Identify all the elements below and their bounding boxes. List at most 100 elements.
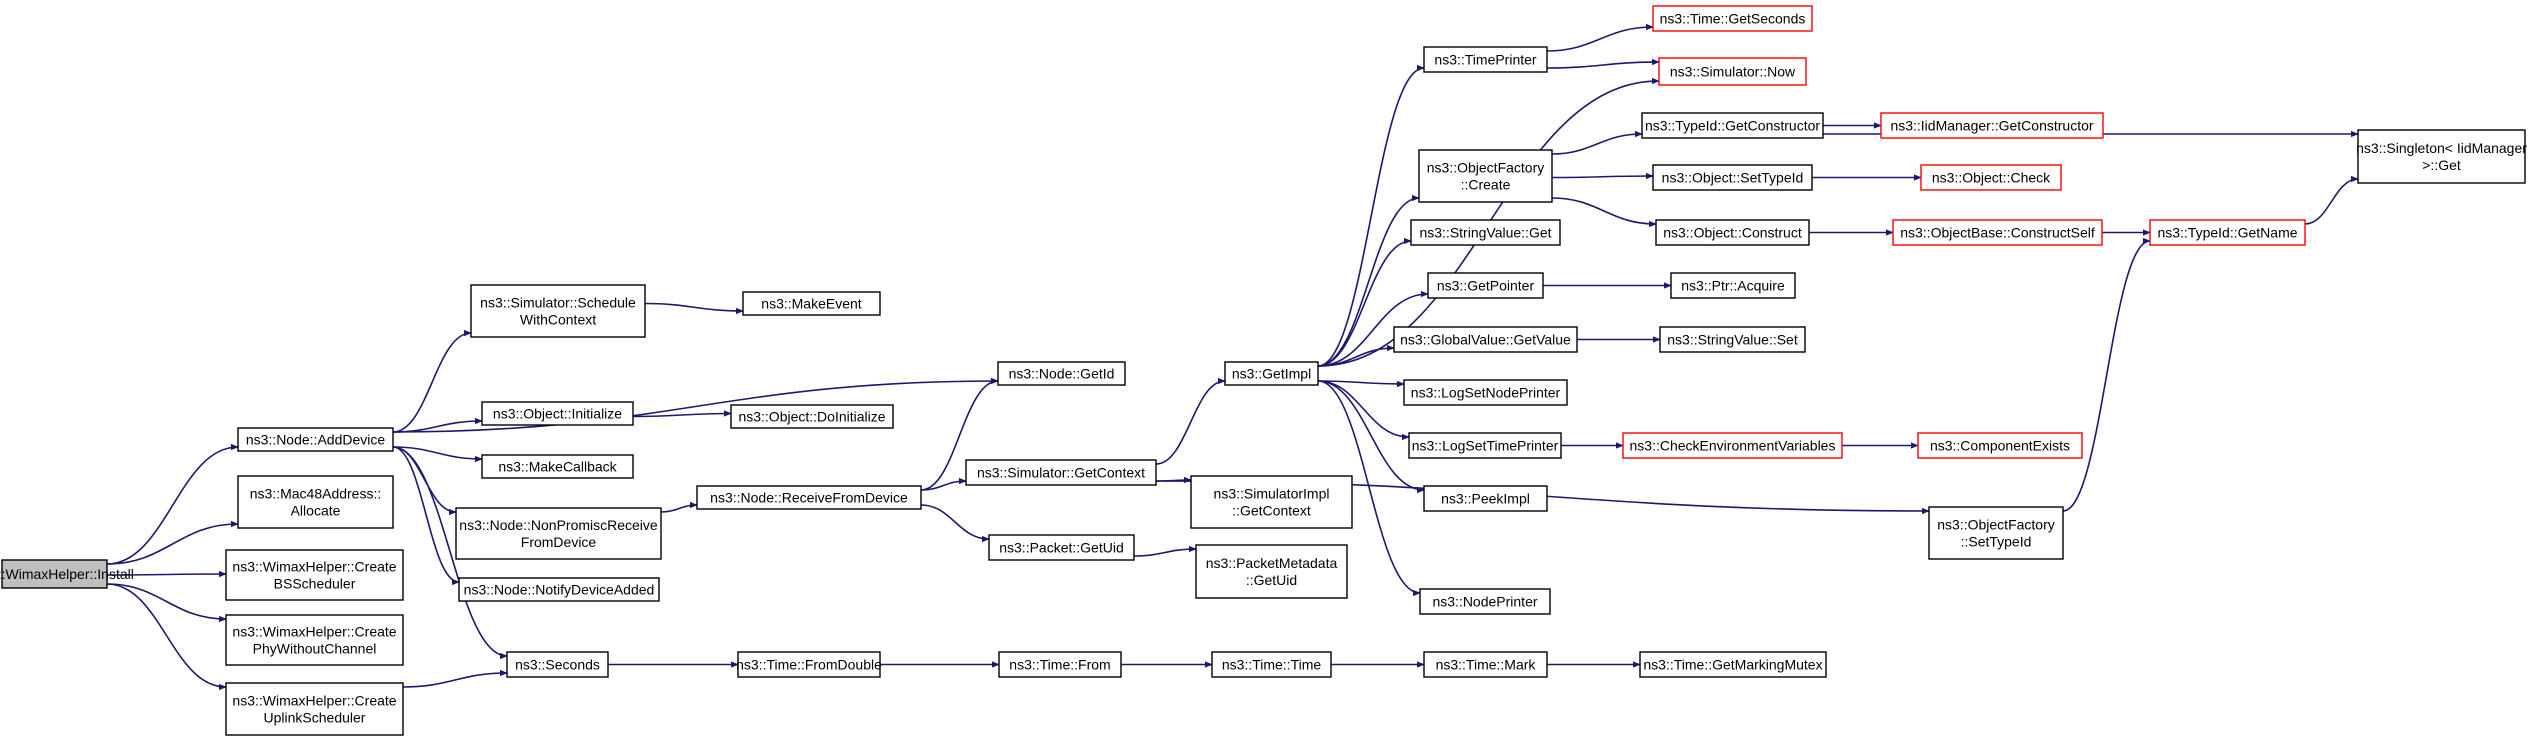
graph-node-getmarkmutex[interactable]: ns3::Time::GetMarkingMutex (1639, 651, 1827, 678)
graph-node-objsettypeid[interactable]: ns3::Object::SetTypeId (1652, 164, 1813, 191)
graph-node-notifyadded[interactable]: ns3::Node::NotifyDeviceAdded (458, 577, 660, 602)
graph-node-makeevent[interactable]: ns3::MakeEvent (742, 291, 881, 316)
graph-node-getpointer[interactable]: ns3::GetPointer (1427, 272, 1544, 299)
graph-node-label: ns3::Time::Mark (1436, 657, 1537, 673)
graph-node-compexists[interactable]: ns3::ComponentExists (1917, 432, 2083, 459)
edge-install-to-createuplink (106, 583, 227, 691)
graph-node-box (1880, 112, 2104, 139)
graph-node-box (1190, 475, 1353, 529)
graph-node-label: ns3::Time::From (1009, 657, 1110, 673)
edge-schedwc-to-makeevent (644, 302, 744, 315)
graph-node-singletonget[interactable]: ns3::Singleton< IidManager >::Get (2356, 129, 2527, 184)
edge-recvfromdev-to-simgetctx (920, 477, 967, 491)
graph-node-simimplctx[interactable]: ns3::SimulatorImpl::GetContext (1190, 475, 1353, 529)
edge-objfactcreate-to-typeidgetctor (1551, 130, 1643, 155)
edge-adddevice-to-schedwc (392, 329, 472, 433)
graph-node-label: ns3::Ptr::Acquire (1681, 278, 1785, 294)
graph-node-seconds[interactable]: ns3::Seconds (506, 651, 609, 678)
graph-node-objinit[interactable]: ns3::Object::Initialize (481, 401, 634, 426)
graph-node-fromdouble[interactable]: ns3::Time::FromDouble (736, 651, 882, 678)
graph-node-strvalget[interactable]: ns3::StringValue::Get (1410, 219, 1561, 246)
graph-node-objconstruct[interactable]: ns3::Object::Construct (1655, 219, 1810, 246)
graph-node-box (1928, 506, 2064, 560)
graph-node-box (1670, 272, 1796, 299)
graph-node-pktgetuid[interactable]: ns3::Packet::GetUid (988, 534, 1135, 561)
graph-node-createphy[interactable]: ns3::WimaxHelper::CreatePhyWithoutChanne… (225, 614, 404, 666)
graph-node-label: ns3::ObjectFactory (1937, 517, 2055, 533)
graph-node-typeidgetname[interactable]: ns3::TypeId::GetName (2149, 219, 2306, 246)
edge-pktgetuid-to-pktmetauid (1133, 545, 1197, 557)
graph-node-label: BSScheduler (274, 576, 356, 592)
graph-node-label: ns3::Object::Check (1932, 170, 2051, 186)
graph-node-label: FromDevice (521, 534, 597, 550)
graph-node-label: ns3::ObjectBase::ConstructSelf (1900, 225, 2095, 241)
graph-node-iidmgrctor[interactable]: ns3::IidManager::GetConstructor (1880, 112, 2104, 139)
graph-node-box (237, 427, 394, 452)
graph-node-box (730, 404, 894, 429)
graph-node-typeidgetctor[interactable]: ns3::TypeId::GetConstructor (1641, 112, 1824, 139)
graph-node-box (1622, 432, 1843, 459)
graph-node-label: ns3::Simulator::Now (1670, 64, 1796, 80)
edge-simgetctx-to-getimpl (1155, 377, 1226, 465)
graph-node-nodegetid[interactable]: ns3::Node::GetId (997, 361, 1126, 386)
graph-node-adddevice[interactable]: ns3::Node::AddDevice (237, 427, 394, 452)
graph-node-simgetctx[interactable]: ns3::Simulator::GetContext (965, 459, 1157, 486)
edge-install-to-allocate (106, 520, 239, 565)
graph-node-box (1423, 651, 1548, 678)
graph-node-box (1658, 57, 1807, 86)
graph-node-box (1410, 219, 1561, 246)
graph-node-pktmetauid[interactable]: ns3::PacketMetadata::GetUid (1195, 544, 1348, 599)
graph-node-allocate[interactable]: ns3::Mac48Address::Allocate (237, 475, 394, 529)
graph-node-nodeprinter[interactable]: ns3::NodePrinter (1419, 588, 1551, 615)
graph-node-logsetnode[interactable]: ns3::LogSetNodePrinter (1403, 379, 1568, 406)
graph-node-timefrom[interactable]: ns3::Time::From (998, 651, 1122, 678)
graph-node-box (237, 475, 394, 529)
graph-node-simnow[interactable]: ns3::Simulator::Now (1658, 57, 1807, 86)
graph-node-label: ns3::Node::GetId (1009, 366, 1115, 382)
graph-node-timeprinter[interactable]: ns3::TimePrinter (1423, 46, 1548, 73)
graph-node-getseconds[interactable]: ns3::Time::GetSeconds (1652, 5, 1813, 32)
graph-node-checkenv[interactable]: ns3::CheckEnvironmentVariables (1622, 432, 1843, 459)
edge-getimpl-to-logsettime (1317, 380, 1410, 441)
graph-node-box (1659, 326, 1806, 353)
graph-node-label: ns3::ComponentExists (1930, 438, 2070, 454)
graph-node-logsettime[interactable]: ns3::LogSetTimePrinter (1408, 432, 1562, 459)
graph-node-peekimpl[interactable]: ns3::PeekImpl (1423, 485, 1548, 512)
graph-node-objfactcreate[interactable]: ns3::ObjectFactory::Create (1418, 149, 1553, 203)
graph-node-makecallback[interactable]: ns3::MakeCallback (481, 454, 634, 479)
graph-node-timemark[interactable]: ns3::Time::Mark (1423, 651, 1548, 678)
edge-recvfromdev-to-pktgetuid (920, 504, 990, 543)
graph-node-objbaseconstruct[interactable]: ns3::ObjectBase::ConstructSelf (1892, 219, 2103, 246)
graph-node-globalvalget[interactable]: ns3::GlobalValue::GetValue (1393, 326, 1578, 353)
graph-node-install[interactable]: ns3::WimaxHelper::Install (0, 559, 134, 589)
graph-node-box (1403, 379, 1568, 406)
graph-node-box (1423, 46, 1548, 73)
graph-node-label: ns3::SimulatorImpl (1214, 486, 1330, 502)
graph-node-objcheck[interactable]: ns3::Object::Check (1920, 164, 2062, 191)
graph-node-box (997, 361, 1126, 386)
graph-node-timetime[interactable]: ns3::Time::Time (1211, 651, 1332, 678)
graph-node-recvfromdev[interactable]: ns3::Node::ReceiveFromDevice (696, 485, 922, 510)
graph-node-box (1641, 112, 1824, 139)
graph-node-label: ns3::Object::SetTypeId (1662, 170, 1804, 186)
graph-node-box (1, 559, 108, 589)
graph-node-doinit[interactable]: ns3::Object::DoInitialize (730, 404, 894, 429)
graph-node-strvalset[interactable]: ns3::StringValue::Set (1659, 326, 1806, 353)
graph-node-box (1892, 219, 2103, 246)
graph-node-label: ns3::Object::DoInitialize (738, 409, 885, 425)
edge-adddevice-to-objinit (392, 417, 483, 433)
edge-adddevice-to-seconds (392, 446, 508, 660)
nodes-layer: ns3::WimaxHelper::Install ns3::Node::AddD… (0, 5, 2527, 736)
graph-node-label: ns3::TypeId::GetName (2157, 225, 2297, 241)
graph-node-objfactsettypeid[interactable]: ns3::ObjectFactory::SetTypeId (1928, 506, 2064, 560)
edge-adddevice-to-nodegetid (392, 377, 999, 433)
graph-node-getimpl[interactable]: ns3::GetImpl (1224, 361, 1319, 386)
graph-node-label: ns3::Time::FromDouble (736, 657, 882, 673)
graph-node-box (1224, 361, 1319, 386)
graph-node-ptracquire[interactable]: ns3::Ptr::Acquire (1670, 272, 1796, 299)
